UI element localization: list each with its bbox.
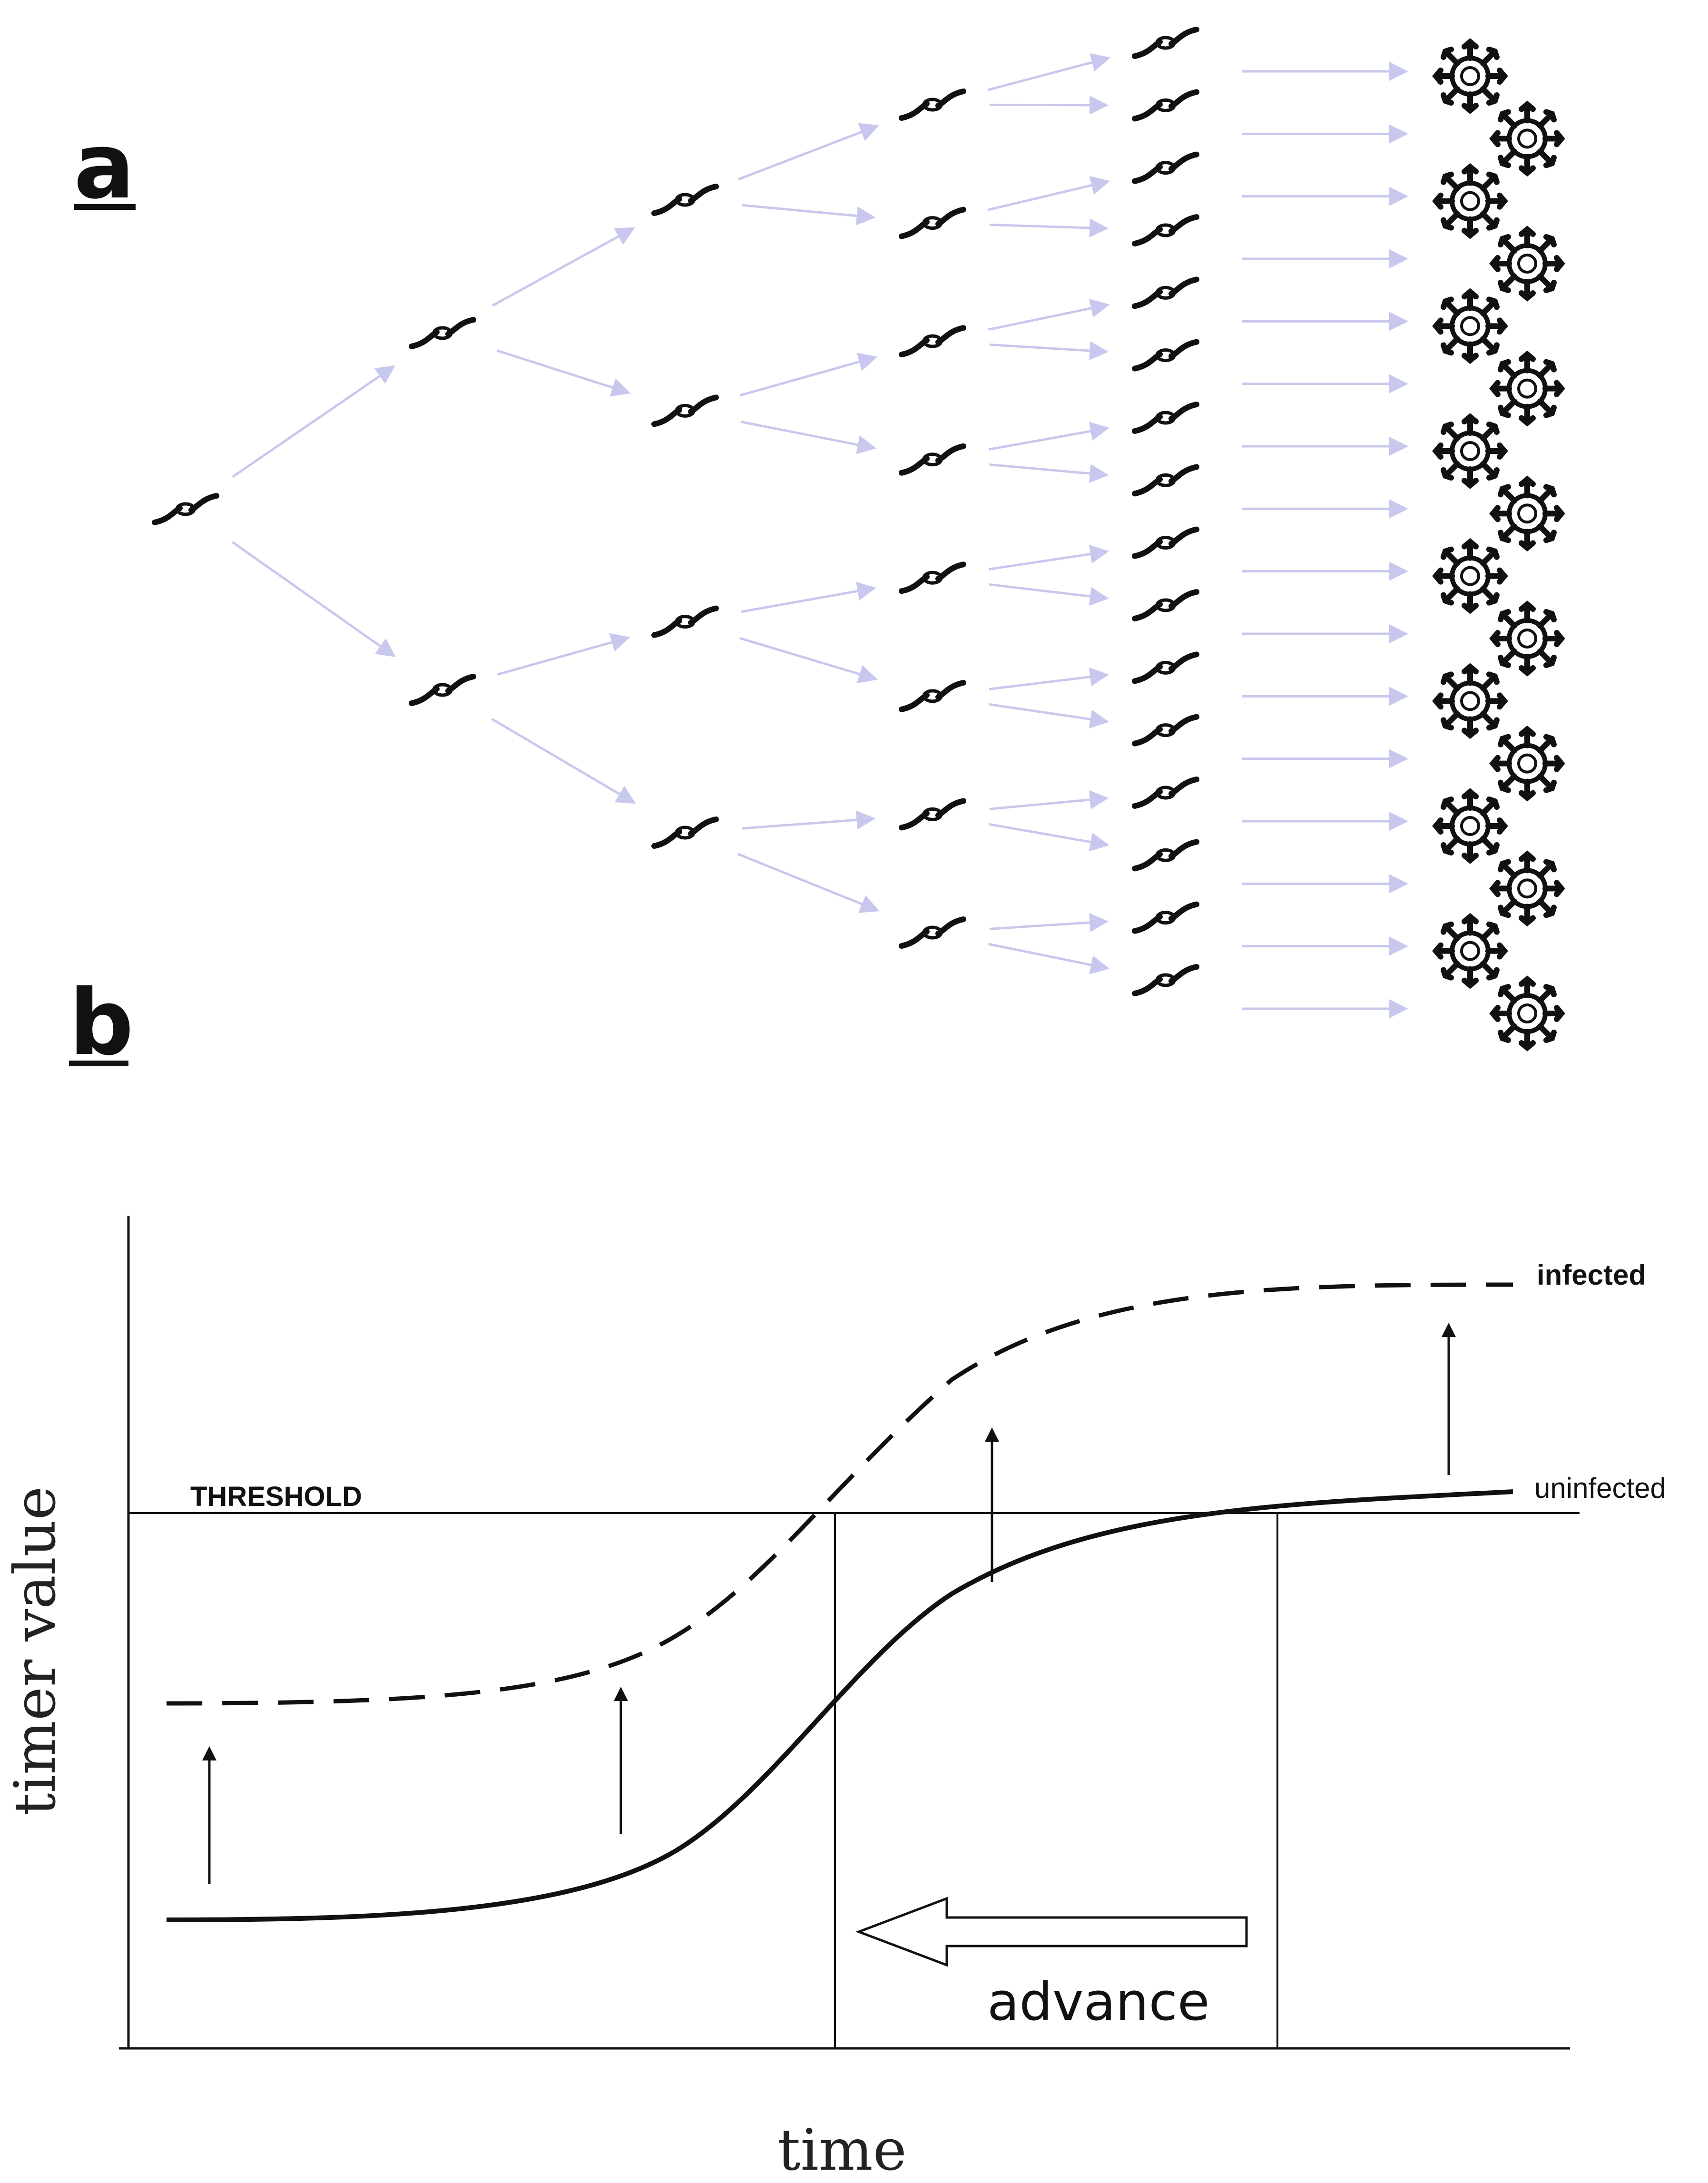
- colony-icon: [1436, 42, 1504, 110]
- division-arrow: [989, 341, 1109, 361]
- worm-icon: [902, 683, 963, 709]
- worm-icon: [654, 397, 716, 424]
- worm-icon: [1135, 217, 1197, 244]
- division-arrow: [988, 176, 1110, 211]
- worm-icon: [1135, 279, 1197, 306]
- x-axis-label: time: [777, 2117, 906, 2183]
- worm-icon: [1135, 404, 1197, 431]
- division-arrow: [742, 204, 876, 226]
- division-arrow: [989, 790, 1109, 810]
- advance-label: advance: [987, 1971, 1210, 2032]
- colony-icon: [1493, 104, 1561, 173]
- division-arrow: [739, 353, 878, 397]
- worm-icon: [1135, 530, 1197, 556]
- panel-b-label: b: [69, 970, 134, 1075]
- worm-icon: [902, 328, 963, 354]
- colony-icon: [1493, 604, 1561, 673]
- colony-icon: [1436, 417, 1504, 485]
- colony-icon: [1493, 229, 1561, 298]
- division-arrow: [988, 422, 1109, 451]
- division-arrow: [741, 421, 877, 454]
- division-arrow: [737, 853, 880, 913]
- uninfected-label: uninfected: [1534, 1472, 1666, 1504]
- worm-icon: [1135, 592, 1197, 619]
- division-arrow: [739, 637, 878, 683]
- worm-icon: [1135, 967, 1197, 993]
- worm-icon: [902, 446, 963, 473]
- division-arrow: [491, 718, 636, 804]
- uninfected-curve: [166, 1489, 1513, 1922]
- worm-icon: [654, 609, 716, 635]
- panel-a-label: a: [74, 114, 135, 219]
- y-axis-label: timer value: [2, 1486, 69, 1816]
- infected-curve: [166, 1282, 1513, 1706]
- division-arrow: [231, 541, 396, 657]
- worm-icon: [1135, 779, 1197, 806]
- worm-icon: [1135, 155, 1197, 181]
- threshold-label: THRESHOLD: [190, 1481, 362, 1512]
- division-arrow: [989, 583, 1109, 606]
- worm-icon: [1135, 905, 1197, 931]
- division-arrow: [232, 365, 396, 478]
- worm-icon: [412, 320, 473, 346]
- colony-icon: [1436, 917, 1504, 985]
- division-arrow: [987, 53, 1111, 91]
- division-arrow: [989, 463, 1109, 483]
- colony-icon: [1436, 542, 1504, 610]
- worm-icon: [1135, 30, 1197, 56]
- infected-label: infected: [1537, 1259, 1646, 1291]
- division-arrow: [989, 913, 1109, 932]
- colony-icon: [1493, 979, 1561, 1048]
- division-arrow: [497, 633, 630, 676]
- colony-icon: [1436, 167, 1504, 236]
- worm-icon: [155, 496, 216, 522]
- colony-icon: [1436, 292, 1504, 360]
- colony-icon: [1436, 667, 1504, 735]
- division-arrow: [738, 123, 879, 181]
- division-arrow: [988, 943, 1110, 974]
- worm-icon: [654, 819, 716, 846]
- worm-icon: [1135, 842, 1197, 868]
- timer-chart: THRESHOLD infected uninfected advance ti…: [2, 1216, 1666, 2183]
- worm-icon: [654, 187, 716, 213]
- worm-icon: [1135, 467, 1197, 493]
- worm-icon: [902, 801, 963, 827]
- colony-icon: [1436, 792, 1504, 860]
- worm-icon: [902, 919, 963, 946]
- worm-icon: [1135, 717, 1197, 744]
- division-arrow: [491, 227, 635, 307]
- worm-icon: [902, 564, 963, 591]
- division-arrow: [988, 299, 1110, 331]
- division-arrow: [742, 810, 876, 830]
- division-arrow: [989, 703, 1109, 729]
- colony-icon: [1493, 854, 1561, 923]
- worm-icon: [902, 210, 963, 236]
- worm-icon: [902, 91, 963, 118]
- worm-icon: [1135, 342, 1197, 369]
- division-arrow: [989, 544, 1109, 570]
- division-arrow: [741, 581, 876, 613]
- division-arrow: [988, 823, 1109, 852]
- colony-icon: [1493, 354, 1561, 423]
- worm-icon: [1135, 92, 1197, 118]
- worm-icon: [1135, 654, 1197, 681]
- worm-icon: [412, 677, 473, 703]
- division-arrow: [989, 667, 1109, 690]
- colony-icon: [1493, 479, 1561, 548]
- colony-icon: [1493, 729, 1561, 798]
- lineage-diagram: [155, 30, 1561, 1048]
- division-arrow: [496, 349, 631, 397]
- advance-arrow: [855, 1897, 1248, 1967]
- division-arrow: [989, 218, 1109, 237]
